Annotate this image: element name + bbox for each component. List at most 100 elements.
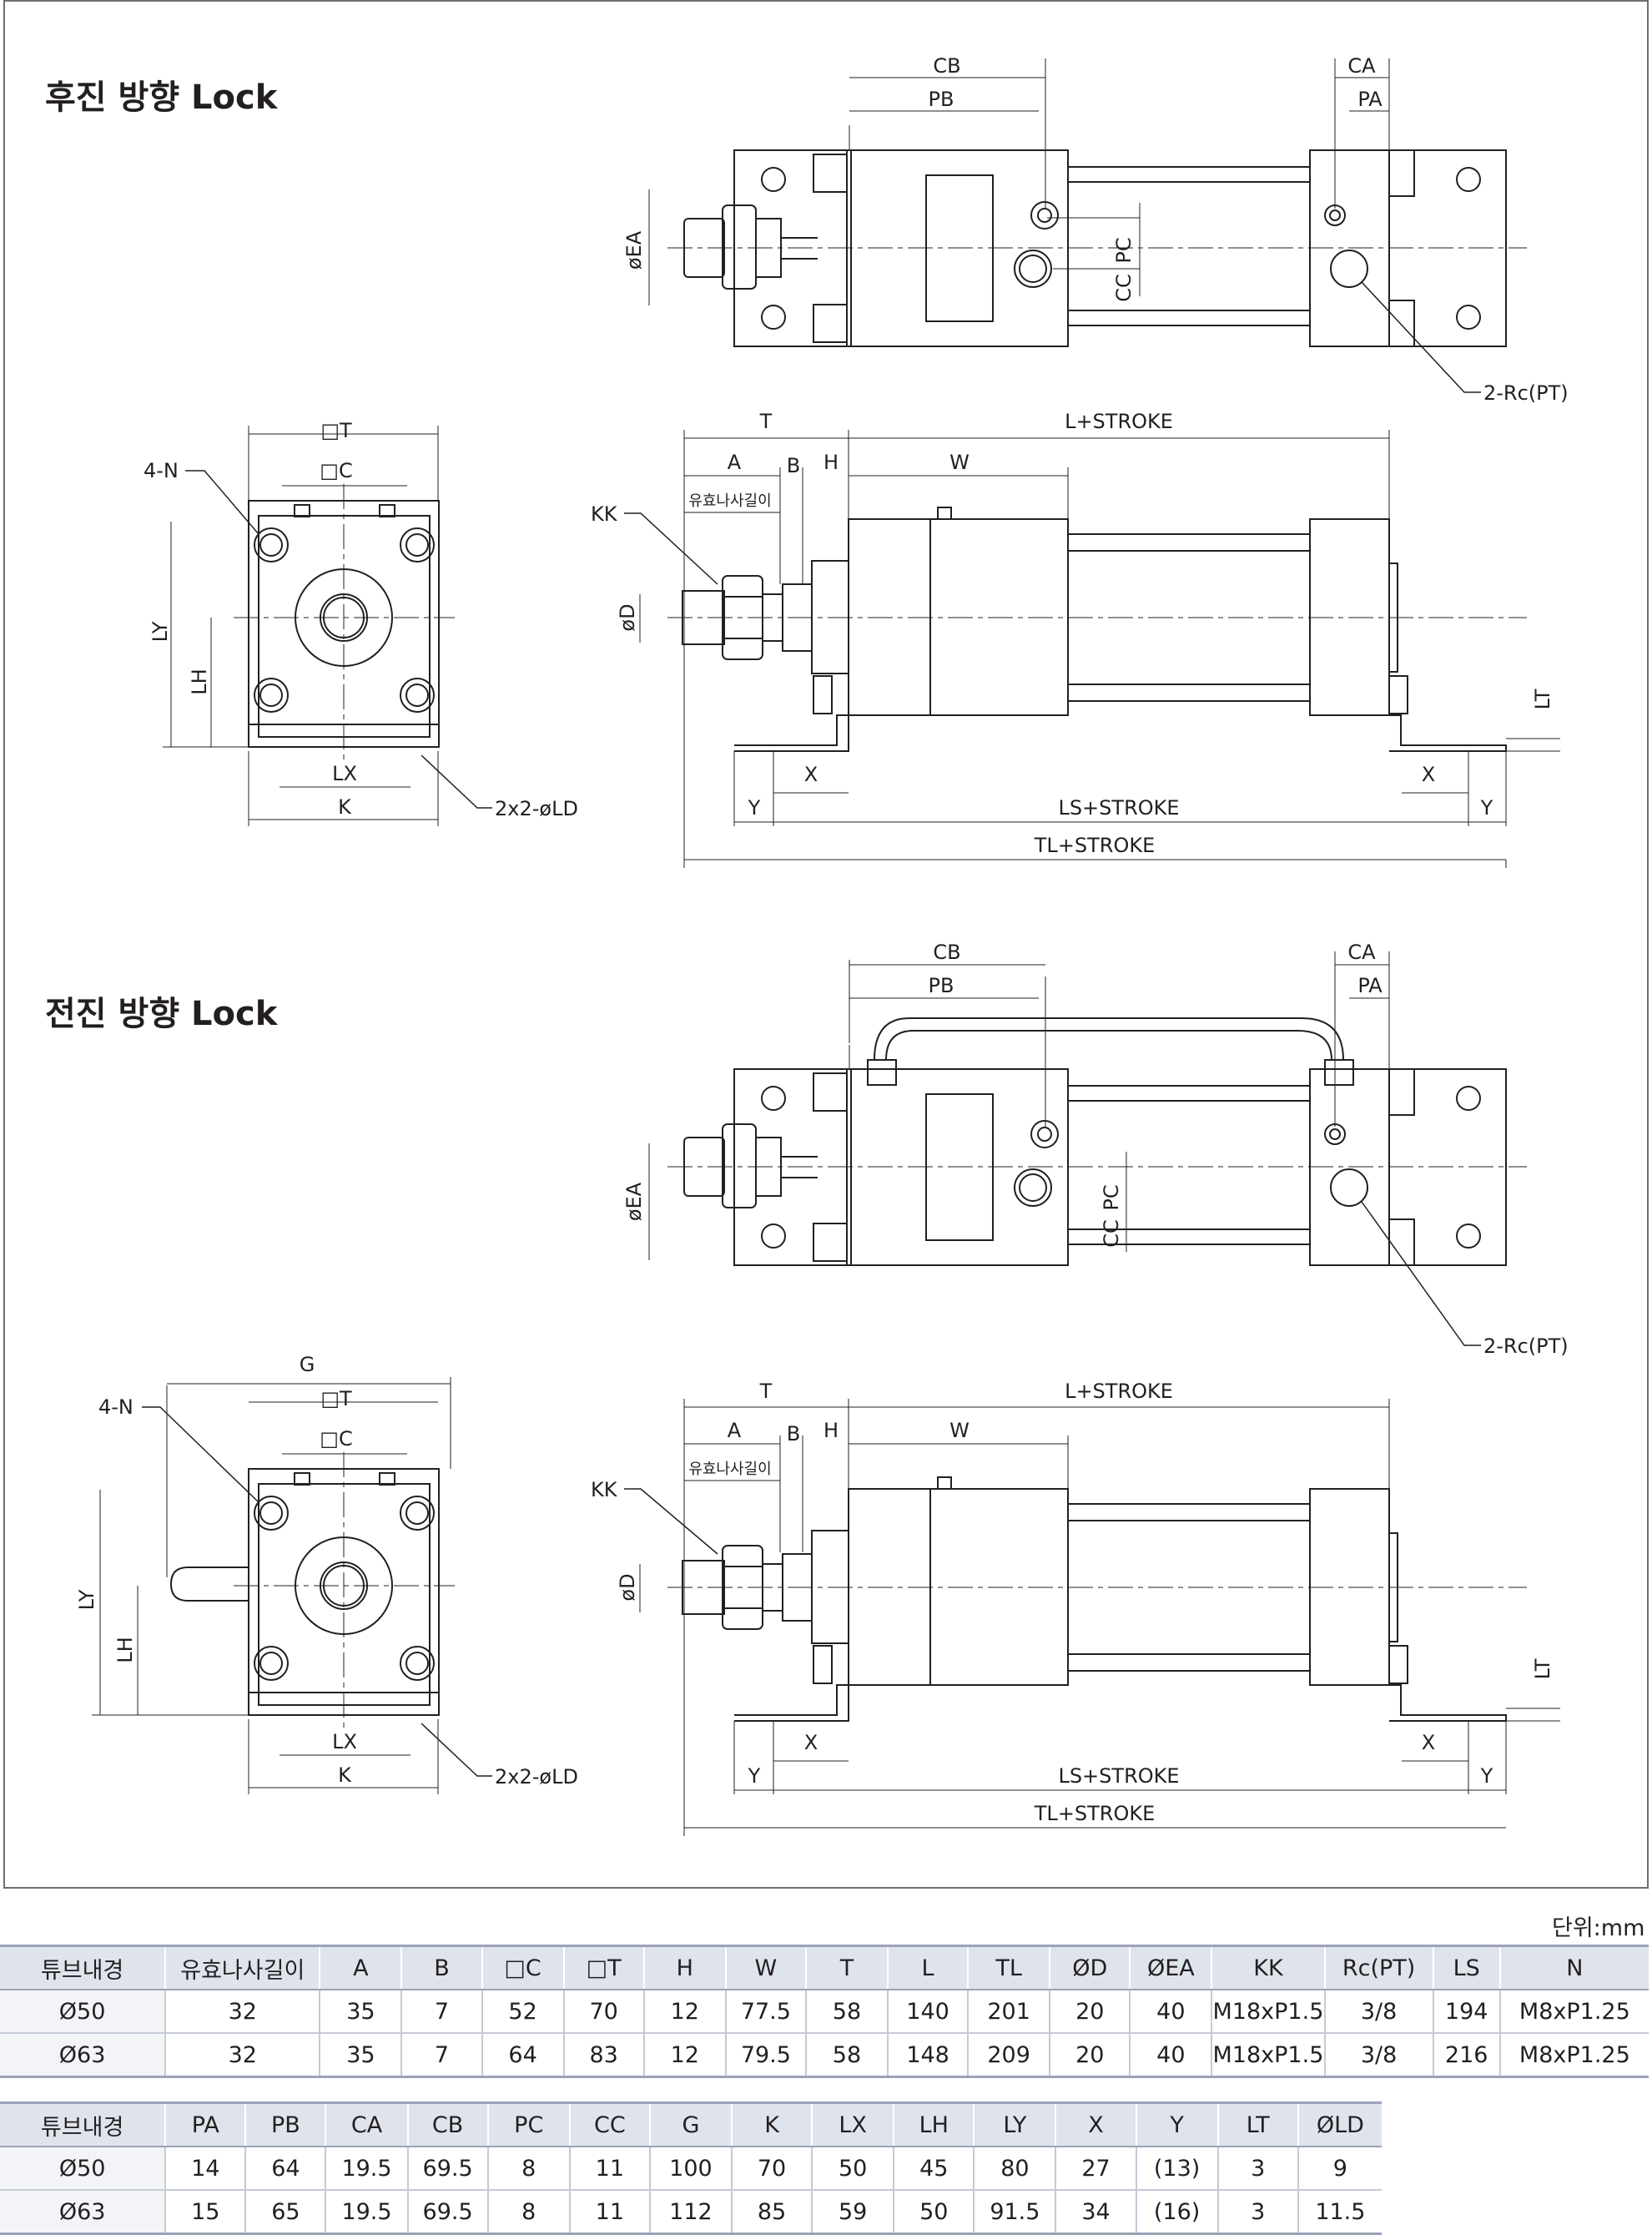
column-header: X bbox=[1055, 2101, 1136, 2147]
label-lt: LT bbox=[1531, 1658, 1554, 1679]
label-pb: PB bbox=[929, 88, 954, 111]
column-header: PC bbox=[486, 2101, 570, 2147]
label-pb: PB bbox=[929, 974, 954, 997]
table-cell: 32 bbox=[164, 1990, 320, 2034]
table-cell: 59 bbox=[811, 2190, 894, 2235]
section-title-front-lock: 전진 방향 Lock bbox=[45, 995, 278, 1033]
table-cell: 80 bbox=[973, 2147, 1056, 2191]
table-cell: 20 bbox=[1049, 2033, 1131, 2078]
label-l-stroke: L+STROKE bbox=[1065, 1380, 1173, 1403]
table-cell: 50 bbox=[893, 2190, 975, 2235]
table-cell: 11 bbox=[568, 2190, 650, 2235]
table-cell: M18xP1.5 bbox=[1211, 2033, 1325, 2078]
table-cell: Ø50 bbox=[0, 1990, 166, 2034]
label-port: 2-Rc(PT) bbox=[1483, 381, 1569, 405]
table-cell: 40 bbox=[1129, 1990, 1212, 2034]
label-c-square: □C bbox=[320, 459, 352, 482]
label-k: K bbox=[338, 1763, 352, 1787]
table-cell: 69.5 bbox=[406, 2190, 488, 2235]
label-ld: 2x2-øLD bbox=[495, 797, 578, 820]
table-cell: 14 bbox=[164, 2147, 246, 2191]
table-cell: 8 bbox=[486, 2147, 570, 2191]
label-y-right: Y bbox=[1480, 796, 1493, 820]
table-cell: 69.5 bbox=[406, 2147, 488, 2191]
label-pa: PA bbox=[1357, 88, 1383, 111]
label-b: B bbox=[787, 1422, 800, 1445]
table-cell: 12 bbox=[642, 1990, 726, 2034]
column-header: □C bbox=[481, 1945, 564, 1990]
label-ca: CA bbox=[1347, 941, 1376, 964]
column-header: Y bbox=[1135, 2101, 1218, 2147]
label-x-right: X bbox=[1422, 763, 1435, 786]
table-cell: 11.5 bbox=[1297, 2190, 1382, 2235]
label-ly: LY bbox=[75, 1589, 98, 1610]
label-thread-length: 유효나사길이 bbox=[688, 1461, 771, 1478]
table-cell: Ø63 bbox=[0, 2190, 166, 2235]
label-lx: LX bbox=[332, 762, 357, 785]
label-t-square: □T bbox=[320, 1387, 352, 1410]
label-l-stroke: L+STROKE bbox=[1065, 410, 1173, 433]
label-kk: KK bbox=[591, 502, 618, 526]
label-y-left: Y bbox=[748, 1764, 761, 1788]
column-header: ØLD bbox=[1297, 2101, 1382, 2147]
column-header: Rc(PT) bbox=[1323, 1945, 1433, 1990]
technical-drawing: CB PB CA PA øEA CC PC 2-Rc(PT) □T □C 4-N… bbox=[75, 54, 1569, 1836]
table-cell: 64 bbox=[244, 2147, 326, 2191]
label-pc: PC bbox=[1112, 237, 1136, 263]
column-header: A bbox=[319, 1945, 402, 1990]
label-cb: CB bbox=[933, 54, 960, 78]
column-header: LT bbox=[1216, 2101, 1298, 2147]
label-port: 2-Rc(PT) bbox=[1483, 1334, 1569, 1358]
label-ea: øEA bbox=[622, 1182, 646, 1221]
column-header: TL bbox=[967, 1945, 1050, 1990]
column-header: LH bbox=[893, 2101, 975, 2147]
table-cell: 20 bbox=[1049, 1990, 1131, 2034]
label-k: K bbox=[338, 795, 352, 819]
column-header: PA bbox=[164, 2101, 246, 2147]
label-lx: LX bbox=[332, 1730, 357, 1753]
table-cell: 77.5 bbox=[724, 1990, 806, 2034]
table-cell: 79.5 bbox=[724, 2033, 806, 2078]
table-cell: 201 bbox=[967, 1990, 1050, 2034]
table-cell: 7 bbox=[400, 1990, 482, 2034]
label-ca: CA bbox=[1347, 54, 1376, 78]
column-header: 튜브내경 bbox=[0, 2101, 166, 2147]
table-cell: Ø50 bbox=[0, 2147, 166, 2191]
column-header: T bbox=[804, 1945, 889, 1990]
table-cell: 19.5 bbox=[325, 2147, 408, 2191]
label-cc: CC bbox=[1112, 274, 1136, 302]
column-header: B bbox=[400, 1945, 482, 1990]
table-cell: M8xP1.25 bbox=[1498, 2033, 1649, 2078]
table-cell: M18xP1.5 bbox=[1211, 1990, 1325, 2034]
table-cell: (13) bbox=[1135, 2147, 1218, 2191]
table-cell: 9 bbox=[1297, 2147, 1382, 2191]
table-cell: 52 bbox=[481, 1990, 564, 2034]
column-header: N bbox=[1498, 1945, 1649, 1990]
table-cell: 19.5 bbox=[325, 2190, 408, 2235]
table-cell: 65 bbox=[244, 2190, 326, 2235]
label-ly: LY bbox=[149, 621, 172, 642]
label-g: G bbox=[300, 1353, 315, 1376]
label-x-left: X bbox=[804, 763, 818, 786]
table-cell: 64 bbox=[481, 2033, 564, 2078]
label-h: H bbox=[823, 1419, 839, 1442]
column-header: CC bbox=[568, 2101, 650, 2147]
table-cell: 3 bbox=[1216, 2190, 1298, 2235]
table-cell: 45 bbox=[893, 2147, 975, 2191]
label-cb: CB bbox=[933, 941, 960, 964]
column-header: CA bbox=[325, 2101, 408, 2147]
table-cell: 100 bbox=[648, 2147, 732, 2191]
label-d: øD bbox=[616, 1573, 639, 1601]
table-cell: 3 bbox=[1216, 2147, 1298, 2191]
column-header: LY bbox=[973, 2101, 1056, 2147]
label-lt: LT bbox=[1531, 689, 1554, 709]
table-cell: 32 bbox=[164, 2033, 320, 2078]
table-cell: 50 bbox=[811, 2147, 894, 2191]
label-4n: 4-N bbox=[144, 459, 179, 482]
label-y-left: Y bbox=[748, 796, 761, 820]
